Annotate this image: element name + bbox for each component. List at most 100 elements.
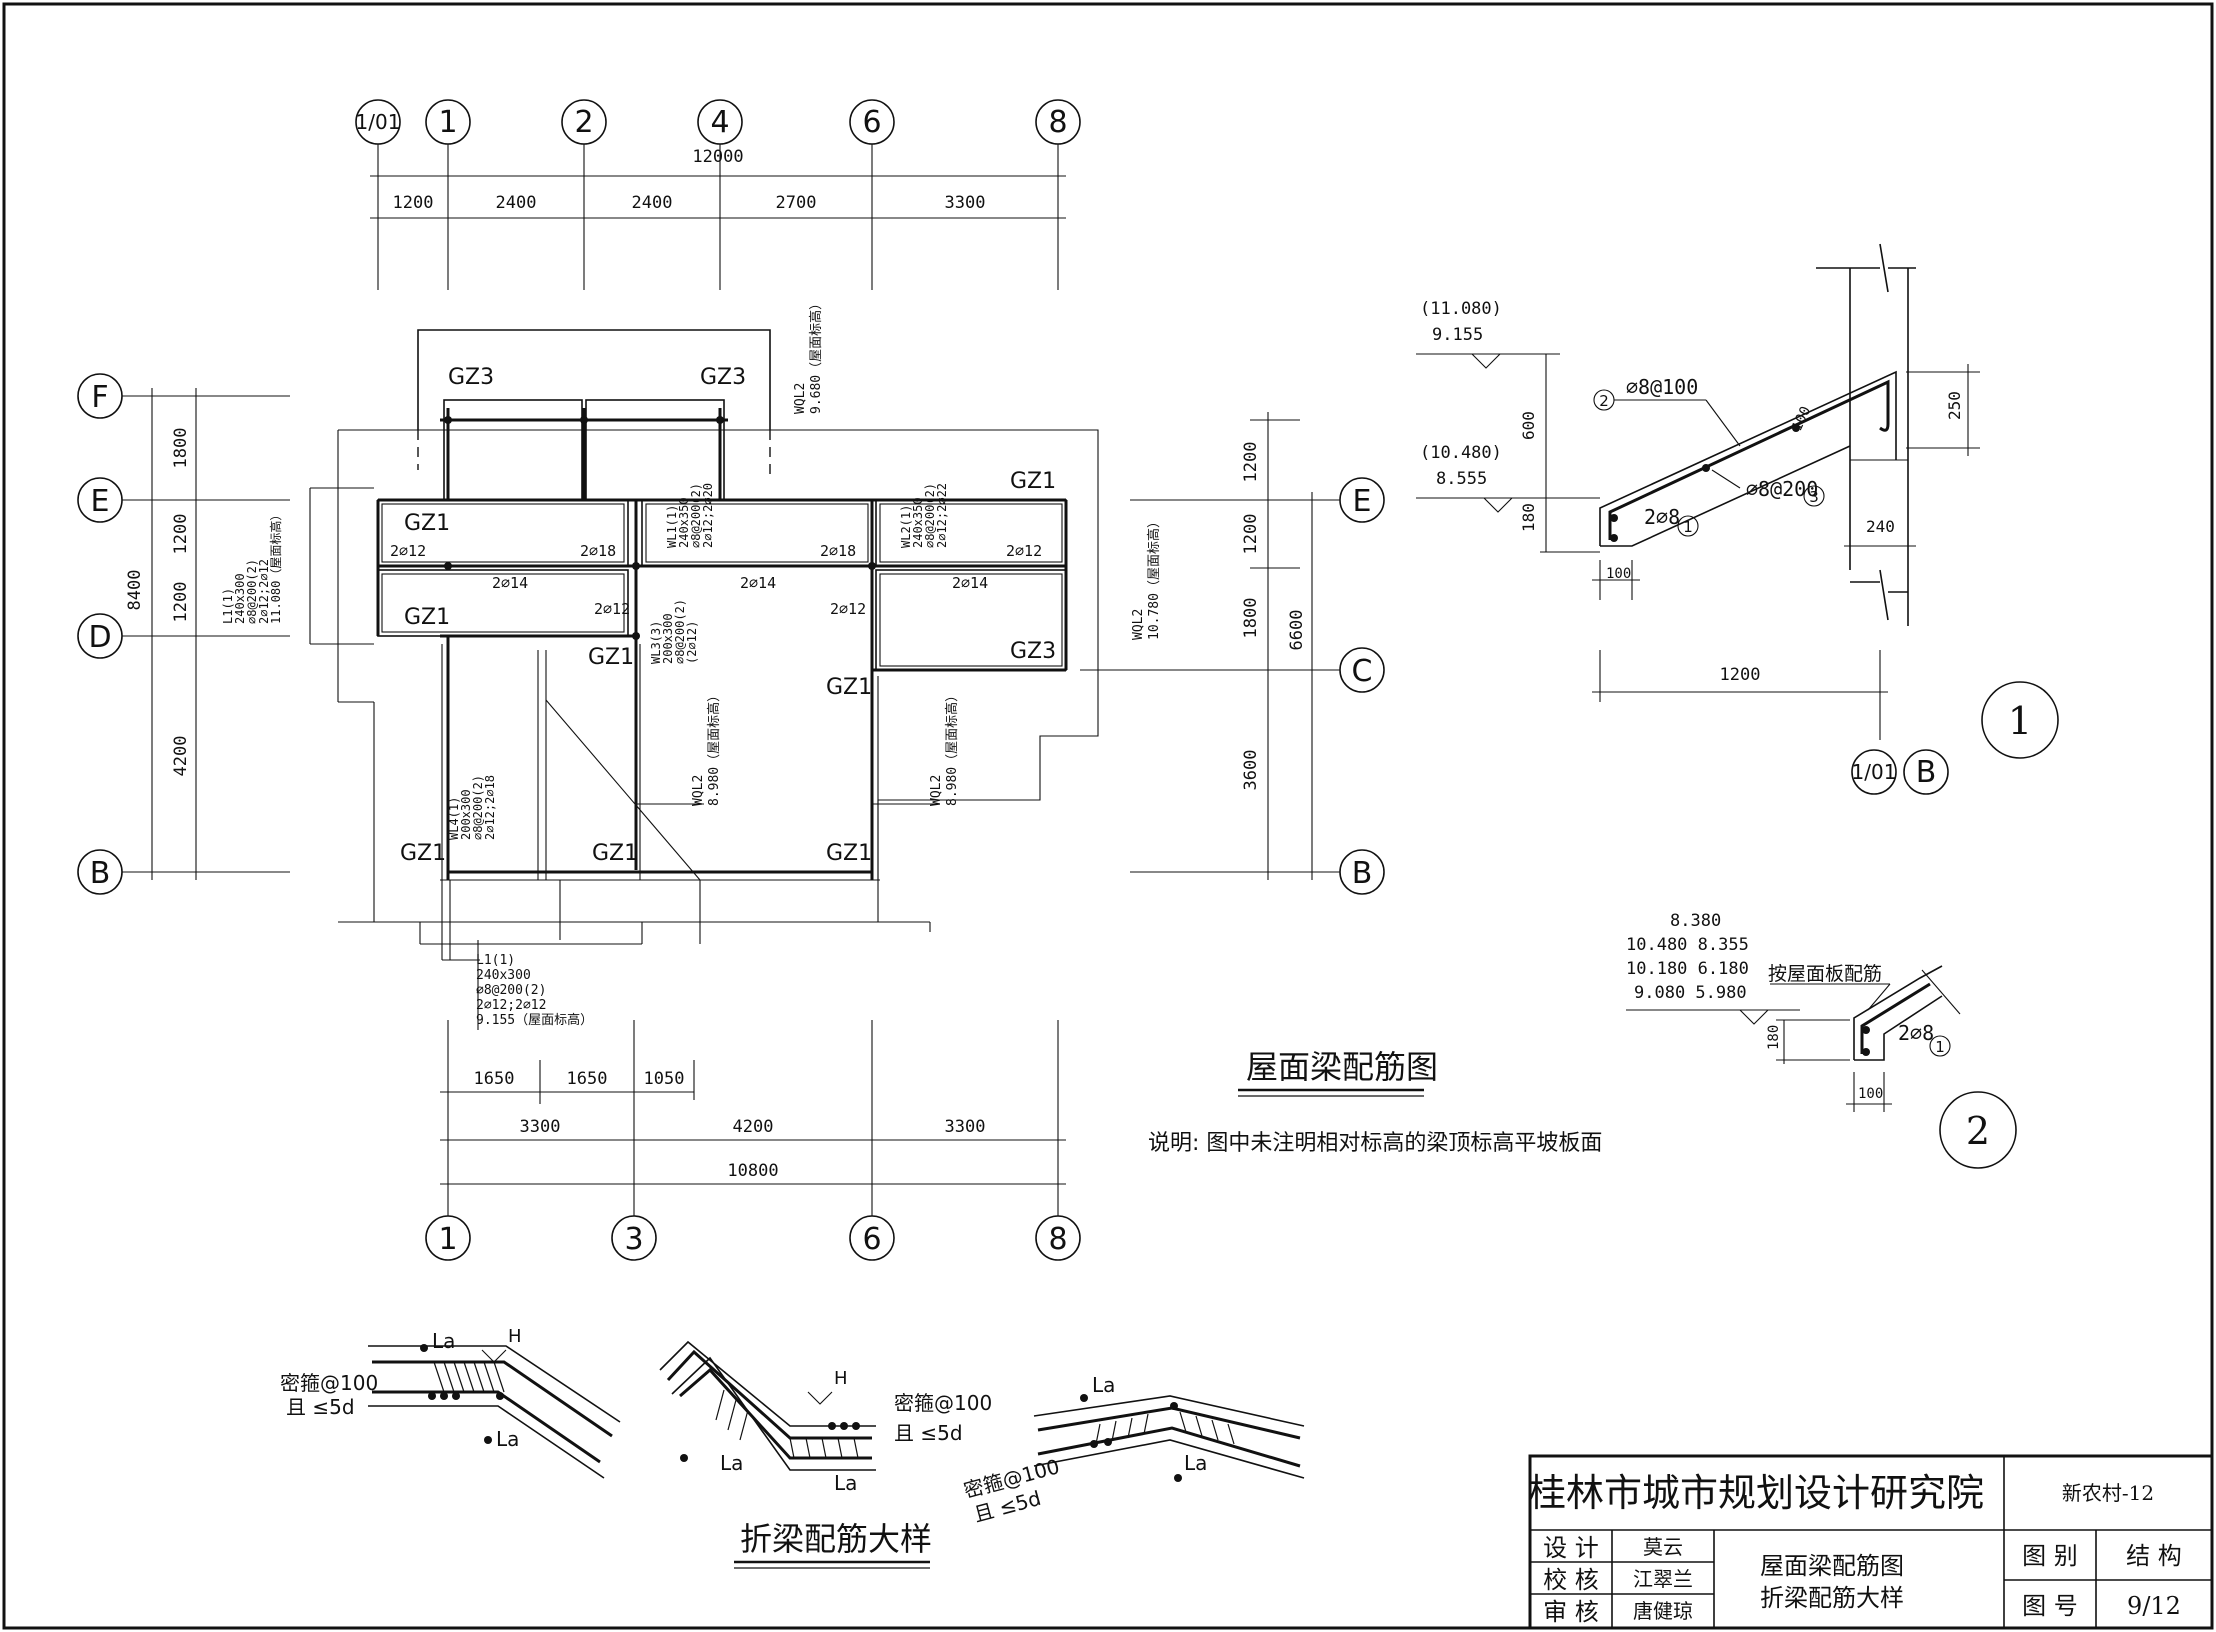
svg-text:WQL2: WQL2: [691, 775, 706, 806]
d1-bar-3: 2⌀8: [1644, 505, 1680, 529]
svg-text:WL2(1): WL2(1): [899, 505, 913, 548]
axis-top-1-01: 1/01: [356, 110, 401, 134]
gz1-label-h: GZ1: [826, 841, 872, 866]
wql2-label-b: WQL2 10.780（屋面标高）: [1131, 515, 1162, 640]
rebar-6: 2⌀14: [740, 574, 776, 592]
top-dimensions: 12000 1200 2400 2400 2700 3300: [370, 144, 1066, 290]
detail-2: 8.380 10.480 8.355 10.180 6.180 9.080 5.…: [1626, 911, 2017, 1169]
review-name: 唐健琼: [1633, 1599, 1693, 1623]
detail-1-marker: 1: [2008, 699, 2032, 743]
svg-text:10.780（屋面标高）: 10.780（屋面标高）: [1146, 515, 1162, 640]
fold-a-la-2: La: [496, 1427, 519, 1451]
wl1-label: WL1(1) 240x350 ⌀8@200(2) 2⌀12;2⌀20: [665, 483, 715, 548]
gz1-label-f: GZ1: [400, 841, 446, 866]
svg-text:WQL2: WQL2: [1131, 609, 1146, 640]
gz3-label-a: GZ3: [448, 365, 494, 390]
category-label: 图 别: [2022, 1542, 2078, 1570]
dim-left-total: 8400: [125, 570, 145, 611]
svg-text:9.680（屋面标高）: 9.680（屋面标高）: [808, 297, 824, 414]
bottom-axes: 1 3 6 8 1650 1650 1050 3300 4200 3300 10…: [425, 1020, 1081, 1261]
svg-text:2⌀12;2⌀12: 2⌀12;2⌀12: [476, 998, 546, 1013]
dim-bottom-f: 3300: [945, 1117, 986, 1137]
main-title: 屋面梁配筋图: [1246, 1048, 1438, 1086]
d1-dim-1200: 1200: [1720, 665, 1761, 685]
fold-beam-details: La H La 密箍@100 且 ≤5d H 密箍@100 且 ≤5d La L…: [280, 1326, 1305, 1569]
d2-elev-2: 10.480 8.355: [1626, 935, 1749, 955]
dim-left-2: 1200: [171, 514, 191, 555]
rebar-1: 2⌀12: [390, 542, 426, 560]
d1-elev-b: 9.155: [1432, 325, 1483, 345]
d1-dim-240: 240: [1866, 517, 1895, 536]
d1-elev-c: (10.480): [1420, 443, 1502, 463]
gz1-label-g: GZ1: [592, 841, 638, 866]
svg-text:WL4(1): WL4(1): [447, 797, 461, 840]
d1-bar-1: ⌀8@100: [1626, 375, 1698, 399]
gz3-label-c: GZ3: [1010, 639, 1056, 664]
fold-b-la-2: La: [834, 1471, 857, 1495]
svg-text:WL1(1): WL1(1): [665, 505, 679, 548]
check-label: 校 核: [1543, 1566, 1599, 1594]
wql2-label-c: WQL2 8.980（屋面标高）: [691, 689, 722, 806]
wql2-label-a: WQL2 9.680（屋面标高）: [793, 297, 824, 414]
dim-right-1: 1200: [1241, 442, 1261, 483]
svg-text:⌀8@200(2): ⌀8@200(2): [476, 983, 546, 998]
d1-dim-180: 180: [1519, 503, 1538, 532]
dim-left-4: 4200: [171, 736, 191, 777]
fold-c-la-1: La: [1092, 1373, 1115, 1397]
svg-text:WL3(3): WL3(3): [649, 621, 663, 664]
axis-right-B: B: [1352, 856, 1373, 891]
dim-bottom-d: 3300: [520, 1117, 561, 1137]
d1-dim-250: 250: [1945, 391, 1964, 420]
axis-left-F: F: [91, 380, 108, 415]
rebar-7: 2⌀14: [952, 574, 988, 592]
fold-a-h: H: [508, 1326, 522, 1347]
right-axes: E C B 1200 1200 1800 3600 6600: [1080, 412, 1385, 895]
d1-axis-1-01: 1/01: [1852, 760, 1897, 784]
d2-dim-100: 100: [1858, 1086, 1883, 1102]
axis-top-8: 8: [1048, 105, 1067, 140]
rebar-5: 2⌀14: [492, 574, 528, 592]
gz1-label-a: GZ1: [404, 511, 450, 536]
rebar-3: 2⌀18: [820, 542, 856, 560]
number-label: 图 号: [2022, 1592, 2078, 1620]
category-value: 结 构: [2126, 1542, 2182, 1570]
axis-bottom-8: 8: [1048, 1222, 1067, 1257]
svg-text:200x300: 200x300: [459, 789, 473, 840]
roof-beam-plan: [309, 329, 1099, 1030]
fold-b-stir: 密箍@100: [894, 1391, 992, 1415]
dim-top-3: 2400: [632, 193, 673, 213]
d1-elev-a: (11.080): [1420, 299, 1502, 319]
dim-bottom-e: 4200: [733, 1117, 774, 1137]
fold-c-la-2: La: [1184, 1451, 1207, 1475]
plan-labels: GZ3 GZ3 GZ3 GZ1 GZ1 GZ1 GZ1 GZ1 GZ1 GZ1 …: [221, 297, 1162, 1028]
axis-top-4: 4: [710, 105, 729, 140]
l1-left-label: L1(1) 240x300 ⌀8@200(2) 2⌀12;2⌀12 11.080…: [221, 509, 283, 624]
wql2-label-d: WQL2 8.980（屋面标高）: [929, 689, 960, 806]
axis-bottom-3: 3: [624, 1222, 643, 1257]
d1-dim-100b: 100: [1606, 566, 1631, 582]
fold-b-la-1: La: [720, 1451, 743, 1475]
left-axes: F E D B 8400 1800 1200 1200 4200: [77, 373, 290, 895]
svg-text:2⌀12;2⌀18: 2⌀12;2⌀18: [483, 775, 497, 840]
wl3-label: WL3(3) 200x300 ⌀8@200(2) (2⌀12): [649, 599, 699, 664]
review-label: 审 核: [1543, 1598, 1599, 1626]
svg-text:2⌀12;2⌀22: 2⌀12;2⌀22: [935, 483, 949, 548]
axis-top-1: 1: [438, 105, 457, 140]
svg-text:⌀8@200(2): ⌀8@200(2): [471, 775, 485, 840]
dim-bottom-c: 1050: [644, 1069, 685, 1089]
dim-right-4: 3600: [1241, 750, 1261, 791]
svg-text:240x350: 240x350: [911, 497, 925, 548]
svg-text:⌀8@200(2): ⌀8@200(2): [245, 559, 259, 624]
fold-a-stir: 密箍@100: [280, 1371, 378, 1395]
rebar-9: 2⌀12: [830, 600, 866, 618]
drawing-note: 说明: 图中未注明相对标高的梁顶标高平坡板面: [1148, 1131, 1602, 1156]
d2-dim-180: 180: [1766, 1025, 1782, 1050]
d1-num-2: 2: [1599, 392, 1609, 410]
rebar-2: 2⌀18: [580, 542, 616, 560]
svg-text:8.980（屋面标高）: 8.980（屋面标高）: [944, 689, 960, 806]
svg-text:WQL2: WQL2: [793, 383, 808, 414]
design-label: 设 计: [1543, 1534, 1599, 1562]
dim-top-total: 12000: [692, 147, 743, 167]
svg-text:L1(1): L1(1): [476, 953, 515, 968]
